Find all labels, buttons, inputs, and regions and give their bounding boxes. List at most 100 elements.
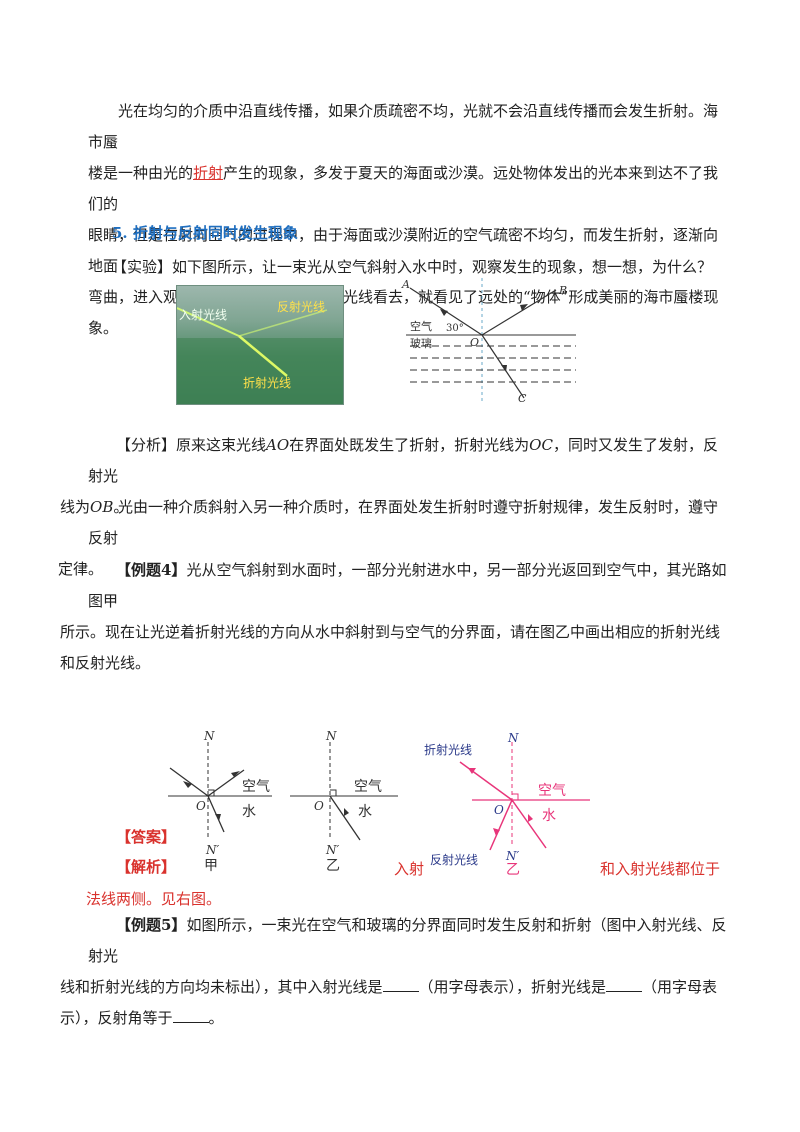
figure-jia: N N′ O 空气 水 甲 [168,729,272,874]
yi-label-O: O [314,799,324,813]
ray-name-AO: AO [266,436,290,454]
jia-arrow-reflect [231,771,240,777]
rule-text-a: 光由一种介质斜射入另一种介质时，在界面处发生折射时遵守折射规律，发生反射时，遵守… [88,498,719,547]
jia-label-air: 空气 [242,779,270,795]
ans-label-N: N [507,731,519,745]
photo-label-refract: 折射光线 [243,376,292,390]
analysis-text-c: ，同时又发生了发射，反射光 [88,436,718,485]
photo-label-reflect: 反射光线 [277,300,326,314]
example-4-text-2: 所示。现在让光逆着折射光线的方向从水中斜射到与空气的分界面，请在图乙中画出相应的… [60,623,721,641]
photo-incident-beam [177,307,240,337]
example-5-text-2b: （用字母表示），折射光线是 [418,978,607,996]
ans-label-refract: 折射光线 [424,742,472,757]
jia-incident [169,767,209,797]
experiment-photo: 入射光线 反射光线 折射光线 [176,285,344,405]
ans-reflect [489,799,513,851]
photo-water [177,338,343,404]
example-5-text-3a: 示），反射角等于 [60,1009,173,1027]
yi-label-N: N [325,729,337,743]
example-4-text-1: 光从空气斜射到水面时，一部分光射进水中，另一部分光返回到空气中，其光路如图甲 [88,561,727,610]
photo-beams [177,307,328,377]
refracted-ray-blank[interactable] [606,977,643,992]
intro-line-3: 眼睛，但是在射向空气的过程中，由于海面或沙漠附近的空气疏密不均匀，而发生折射，逐… [88,226,719,275]
analysis-text-a: 【分析】原来这束光线 [116,436,267,454]
explanation-label: 【解析】 [116,858,177,876]
rule-text-b: 定律。 [58,560,104,578]
incident-ray-blank[interactable] [382,977,419,992]
figure-yi: N N′ O 空气 水 乙 [290,729,398,874]
label-air: 空气 [410,319,432,333]
intro-line-2a: 楼是一种由光的 [88,164,194,182]
label-C: C [518,392,527,405]
jia-reflect [207,769,245,797]
intro-line-1: 光在均匀的介质中沿直线传播，如果介质疏密不均，光就不会沿直线传播而会发生折射。海… [88,102,719,151]
ans-refract [459,761,513,801]
example-4-text-3: 和反射光线。 [60,654,151,672]
example-5-tag: 【例题5】 [116,916,187,934]
arrow-OC [501,365,507,372]
yi-caption: 乙 [326,858,340,874]
jia-label-N: N [203,729,215,743]
example-4-tag: 【例题4】 [116,561,187,579]
ray-name-OB: OB [90,498,114,516]
ans-right-angle [512,793,519,800]
rule-paragraph: 光由一种介质斜射入另一种介质时，在界面处发生折射时遵守折射规律，发生反射时，遵守… [58,492,728,585]
arrow-AO [440,309,448,316]
yi-label-air: 空气 [354,779,382,795]
reflection-angle-blank[interactable] [172,1008,209,1023]
figure-answer: 折射光线 N N′ O 空气 水 反射光线 乙 [424,731,590,876]
angle-label: 30° [446,323,464,334]
section-5-title: 5. 折射与反射同时发生现象 [112,224,298,242]
example-4-paragraph: 【例题4】光从空气斜射到水面时，一部分光射进水中，另一部分光返回到空气中，其光路… [60,555,728,679]
jia-right-angle [208,789,215,796]
ans-label-O: O [494,803,504,817]
example-5-text-2a: 线和折射光线的方向均未标出），其中入射光线是 [60,978,383,996]
jia-caption: 甲 [204,858,218,874]
ans-label-reflect: 反射光线 [430,852,478,867]
explanation-snippet-left: 入射 [394,860,425,878]
ans-arrow-reflect [493,828,500,836]
explanation-tail: 法线两侧。见右图。 [86,890,222,908]
glass-hatching [410,345,576,383]
ray-name-OC: OC [529,436,553,454]
yi-right-angle [330,789,337,796]
ans-caption: 乙 [506,862,520,876]
label-A: A [401,278,410,291]
label-glass: 玻璃 [410,336,432,350]
analysis-text-b: 在界面处既发生了折射，折射光线为 [289,436,530,454]
example-5-text-3b: 。 [208,1009,224,1027]
ans-arrow-incident [528,814,533,822]
yi-label-water: 水 [358,804,372,820]
photo-refract-beam [238,335,288,377]
ans-label-air: 空气 [538,783,566,799]
yi-label-N2: N′ [325,843,340,857]
reflection-refraction-diagram: A B C O 空气 玻璃 30° [401,278,576,405]
ans-arrow-refract [468,768,476,774]
example-5-text-1: 如图所示，一束光在空气和玻璃的分界面同时发生反射和折射（图中入射光线、反射光 [88,916,727,965]
yi-incident [329,795,361,841]
experiment-text: 【实验】如下图所示，让一束光从空气斜射入水中时，观察发生的现象，想一想，为什么？ [112,258,713,276]
analysis-paragraph: 【分析】原来这束光线AO在界面处既发生了折射，折射光线为OC，同时又发生了发射，… [60,430,728,523]
jia-arrow-in [183,781,192,788]
example-5-paragraph: 【例题5】如图所示，一束光在空气和玻璃的分界面同时发生反射和折射（图中入射光线、… [60,910,728,1034]
ans-label-N2: N′ [505,849,520,863]
analysis-text-d: 线为 [60,498,91,516]
photo-reflect-beam [238,309,328,337]
yi-arrow [344,808,349,816]
explanation-snippet-right: 和入射光线都位于 [600,860,721,878]
ans-incident [511,799,547,849]
ans-label-water: 水 [542,808,556,824]
arrow-OB [520,304,528,311]
intro-line-2b: 产生的现象，多发于夏天的海面或沙漠。远处物体发出的光本来到达不了我们的 [88,164,719,213]
jia-label-N2: N′ [205,843,220,857]
answer-label: 【答案】 [116,828,177,846]
refraction-link[interactable]: 折射 [193,164,224,182]
jia-label-water: 水 [242,804,256,820]
jia-arrow-refract [215,814,221,821]
ray-OB [481,289,557,336]
label-B: B [558,284,567,297]
label-O: O [470,336,479,349]
example-5-text-2c: （用字母表 [642,978,718,996]
analysis-text-e: 。 [113,498,129,516]
